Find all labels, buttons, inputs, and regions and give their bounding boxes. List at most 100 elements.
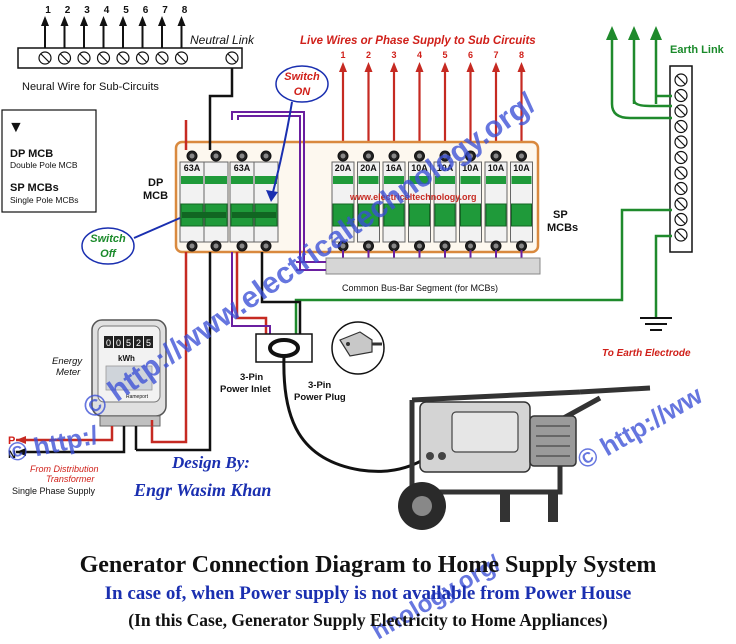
page-title: Generator Connection Diagram to Home Sup… bbox=[80, 552, 657, 578]
from-distribution-label-2: Transformer bbox=[46, 474, 95, 484]
neutral-wire-label: Neural Wire for Sub-Circuits bbox=[22, 81, 159, 93]
breaker-rating: 20A bbox=[335, 163, 352, 173]
breaker-rating: 10A bbox=[411, 163, 428, 173]
breaker-rating: 63A bbox=[234, 163, 251, 173]
mcb-symbol-icon: ▼ bbox=[8, 119, 24, 136]
common-bus-bar bbox=[325, 257, 541, 275]
incoming-supply-wires bbox=[16, 420, 154, 456]
breaker-rating: 16A bbox=[386, 163, 403, 173]
neutral-terminal-number: 7 bbox=[162, 5, 168, 16]
panel-site-text: www.electricaltechnology.org bbox=[349, 192, 477, 202]
neutral-link-bar bbox=[17, 47, 243, 69]
watermark-main: © http://www.electricaltechnology.org/ bbox=[77, 86, 542, 425]
author-label: Engr Wasim Khan bbox=[133, 480, 271, 500]
breaker-rating: 10A bbox=[437, 163, 454, 173]
phase-label: P bbox=[8, 435, 15, 447]
breaker-lever bbox=[332, 203, 354, 227]
breaker-lever bbox=[460, 203, 481, 227]
dp-mcb-label-2: MCB bbox=[143, 190, 168, 202]
sp-mcb-2: 20A bbox=[357, 150, 380, 252]
neutral-terminal-number: 8 bbox=[182, 5, 188, 16]
sp-mcb-4: 10A bbox=[408, 150, 431, 252]
sp-mcb-6: 10A bbox=[459, 150, 482, 252]
circuit-number: 4 bbox=[417, 50, 422, 60]
breaker-lever bbox=[485, 203, 507, 227]
dp-mcb-label-1: DP bbox=[148, 177, 163, 189]
from-distribution-label-1: From Distribution bbox=[30, 464, 99, 474]
power-inlet-label-2: Power Inlet bbox=[220, 384, 272, 395]
neutral-terminal-number: 3 bbox=[84, 5, 90, 16]
generator-icon bbox=[398, 385, 651, 530]
breaker-lever bbox=[511, 203, 532, 227]
switch-on-callout: Switch ON bbox=[266, 65, 329, 202]
legend-sp-title: SP MCBs bbox=[10, 182, 59, 194]
circuit-number: 7 bbox=[493, 50, 498, 60]
circuit-number: 5 bbox=[442, 50, 447, 60]
meter-digit: 0 bbox=[116, 338, 121, 348]
sp-mcb-7: 10A bbox=[484, 150, 508, 252]
neutral-terminal-number: 5 bbox=[123, 5, 129, 16]
to-earth-label: To Earth Electrode bbox=[602, 348, 691, 359]
earth-sub-circuit-wires bbox=[606, 26, 672, 120]
watermark-left: © http:/ bbox=[5, 420, 101, 468]
meter-digit-box bbox=[104, 336, 113, 348]
switch-on-text-2: ON bbox=[294, 86, 312, 98]
earth-link-bar bbox=[669, 65, 693, 253]
sp-mcb-5: 10A bbox=[433, 150, 457, 252]
neutral-wires bbox=[136, 68, 302, 452]
meter-digit-box bbox=[144, 336, 153, 348]
bus-bar-label: Common Bus-Bar Segment (for MCBs) bbox=[342, 283, 498, 293]
sp-mcb-group: 20A 20A 16A 10A 10A 10A 10A 10A www.electricalte… bbox=[331, 150, 533, 262]
page-note: (In this Case, Generator Supply Electric… bbox=[128, 610, 608, 630]
switch-on-text-1: Switch bbox=[284, 71, 320, 83]
breaker-lever bbox=[358, 203, 379, 227]
sp-mcb-8: 10A bbox=[510, 150, 533, 252]
sp-mcbs-label-1: SP bbox=[553, 209, 568, 221]
switch-off-text-1: Switch bbox=[90, 233, 126, 245]
sp-mcbs-label-2: MCBs bbox=[547, 222, 578, 234]
dp-mcb-pole-2 bbox=[253, 150, 279, 252]
neutral-terminal-number: 6 bbox=[143, 5, 149, 16]
dp-mcb-pole-1 bbox=[203, 150, 229, 252]
energy-meter-label-1: Energy bbox=[52, 356, 83, 367]
neutral-terminal-number: 4 bbox=[104, 5, 110, 16]
changeover-wires bbox=[231, 111, 326, 334]
legend-box: ▼ DP MCB Double Pole MCB SP MCBs Single … bbox=[1, 109, 97, 213]
meter-digit: 5 bbox=[126, 338, 131, 348]
sp-mcb-3: 16A bbox=[382, 150, 406, 252]
page-subtitle: In case of, when Power supply is not ava… bbox=[105, 583, 632, 604]
meter-digit-box bbox=[124, 336, 133, 348]
single-phase-label: Single Phase Supply bbox=[12, 486, 96, 496]
meter-digit: 5 bbox=[146, 338, 151, 348]
power-inlet-label-1: 3-Pin bbox=[240, 372, 263, 383]
sp-mcb-1: 20A bbox=[331, 150, 355, 252]
earth-wires bbox=[294, 208, 672, 334]
breaker-lever bbox=[434, 203, 456, 227]
circuit-number: 2 bbox=[366, 50, 371, 60]
design-by-label: Design By: bbox=[171, 453, 250, 472]
legend-dp-title: DP MCB bbox=[10, 148, 53, 160]
dp-mcb-2: 63A bbox=[229, 150, 255, 252]
circuit-number: 6 bbox=[468, 50, 473, 60]
meter-brand: Rameport bbox=[126, 394, 149, 400]
neutral-terminal-number: 1 bbox=[45, 5, 51, 16]
breaker-rating: 10A bbox=[462, 163, 479, 173]
neutral-terminal-number: 2 bbox=[65, 5, 71, 16]
generator-cable bbox=[282, 355, 441, 473]
power-plug-label-2: Power Plug bbox=[294, 392, 346, 403]
neutral-label: N bbox=[8, 449, 16, 461]
switch-off-text-2: Off bbox=[100, 248, 117, 260]
breaker-rating: 10A bbox=[513, 163, 530, 173]
live-wires-label: Live Wires or Phase Supply to Sub Circui… bbox=[300, 35, 536, 47]
switch-off-callout: Switch Off bbox=[81, 217, 181, 265]
circuit-number: 1 bbox=[340, 50, 345, 60]
neutral-sub-circuit-wires: 1 2 3 4 5 6 7 8 bbox=[41, 5, 188, 48]
earth-link-label: Earth Link bbox=[670, 44, 725, 56]
meter-digit: 2 bbox=[136, 338, 141, 348]
breaker-lever bbox=[409, 203, 430, 227]
meter-digit-box bbox=[134, 336, 143, 348]
neutral-link-label: Neutral Link bbox=[190, 33, 255, 47]
